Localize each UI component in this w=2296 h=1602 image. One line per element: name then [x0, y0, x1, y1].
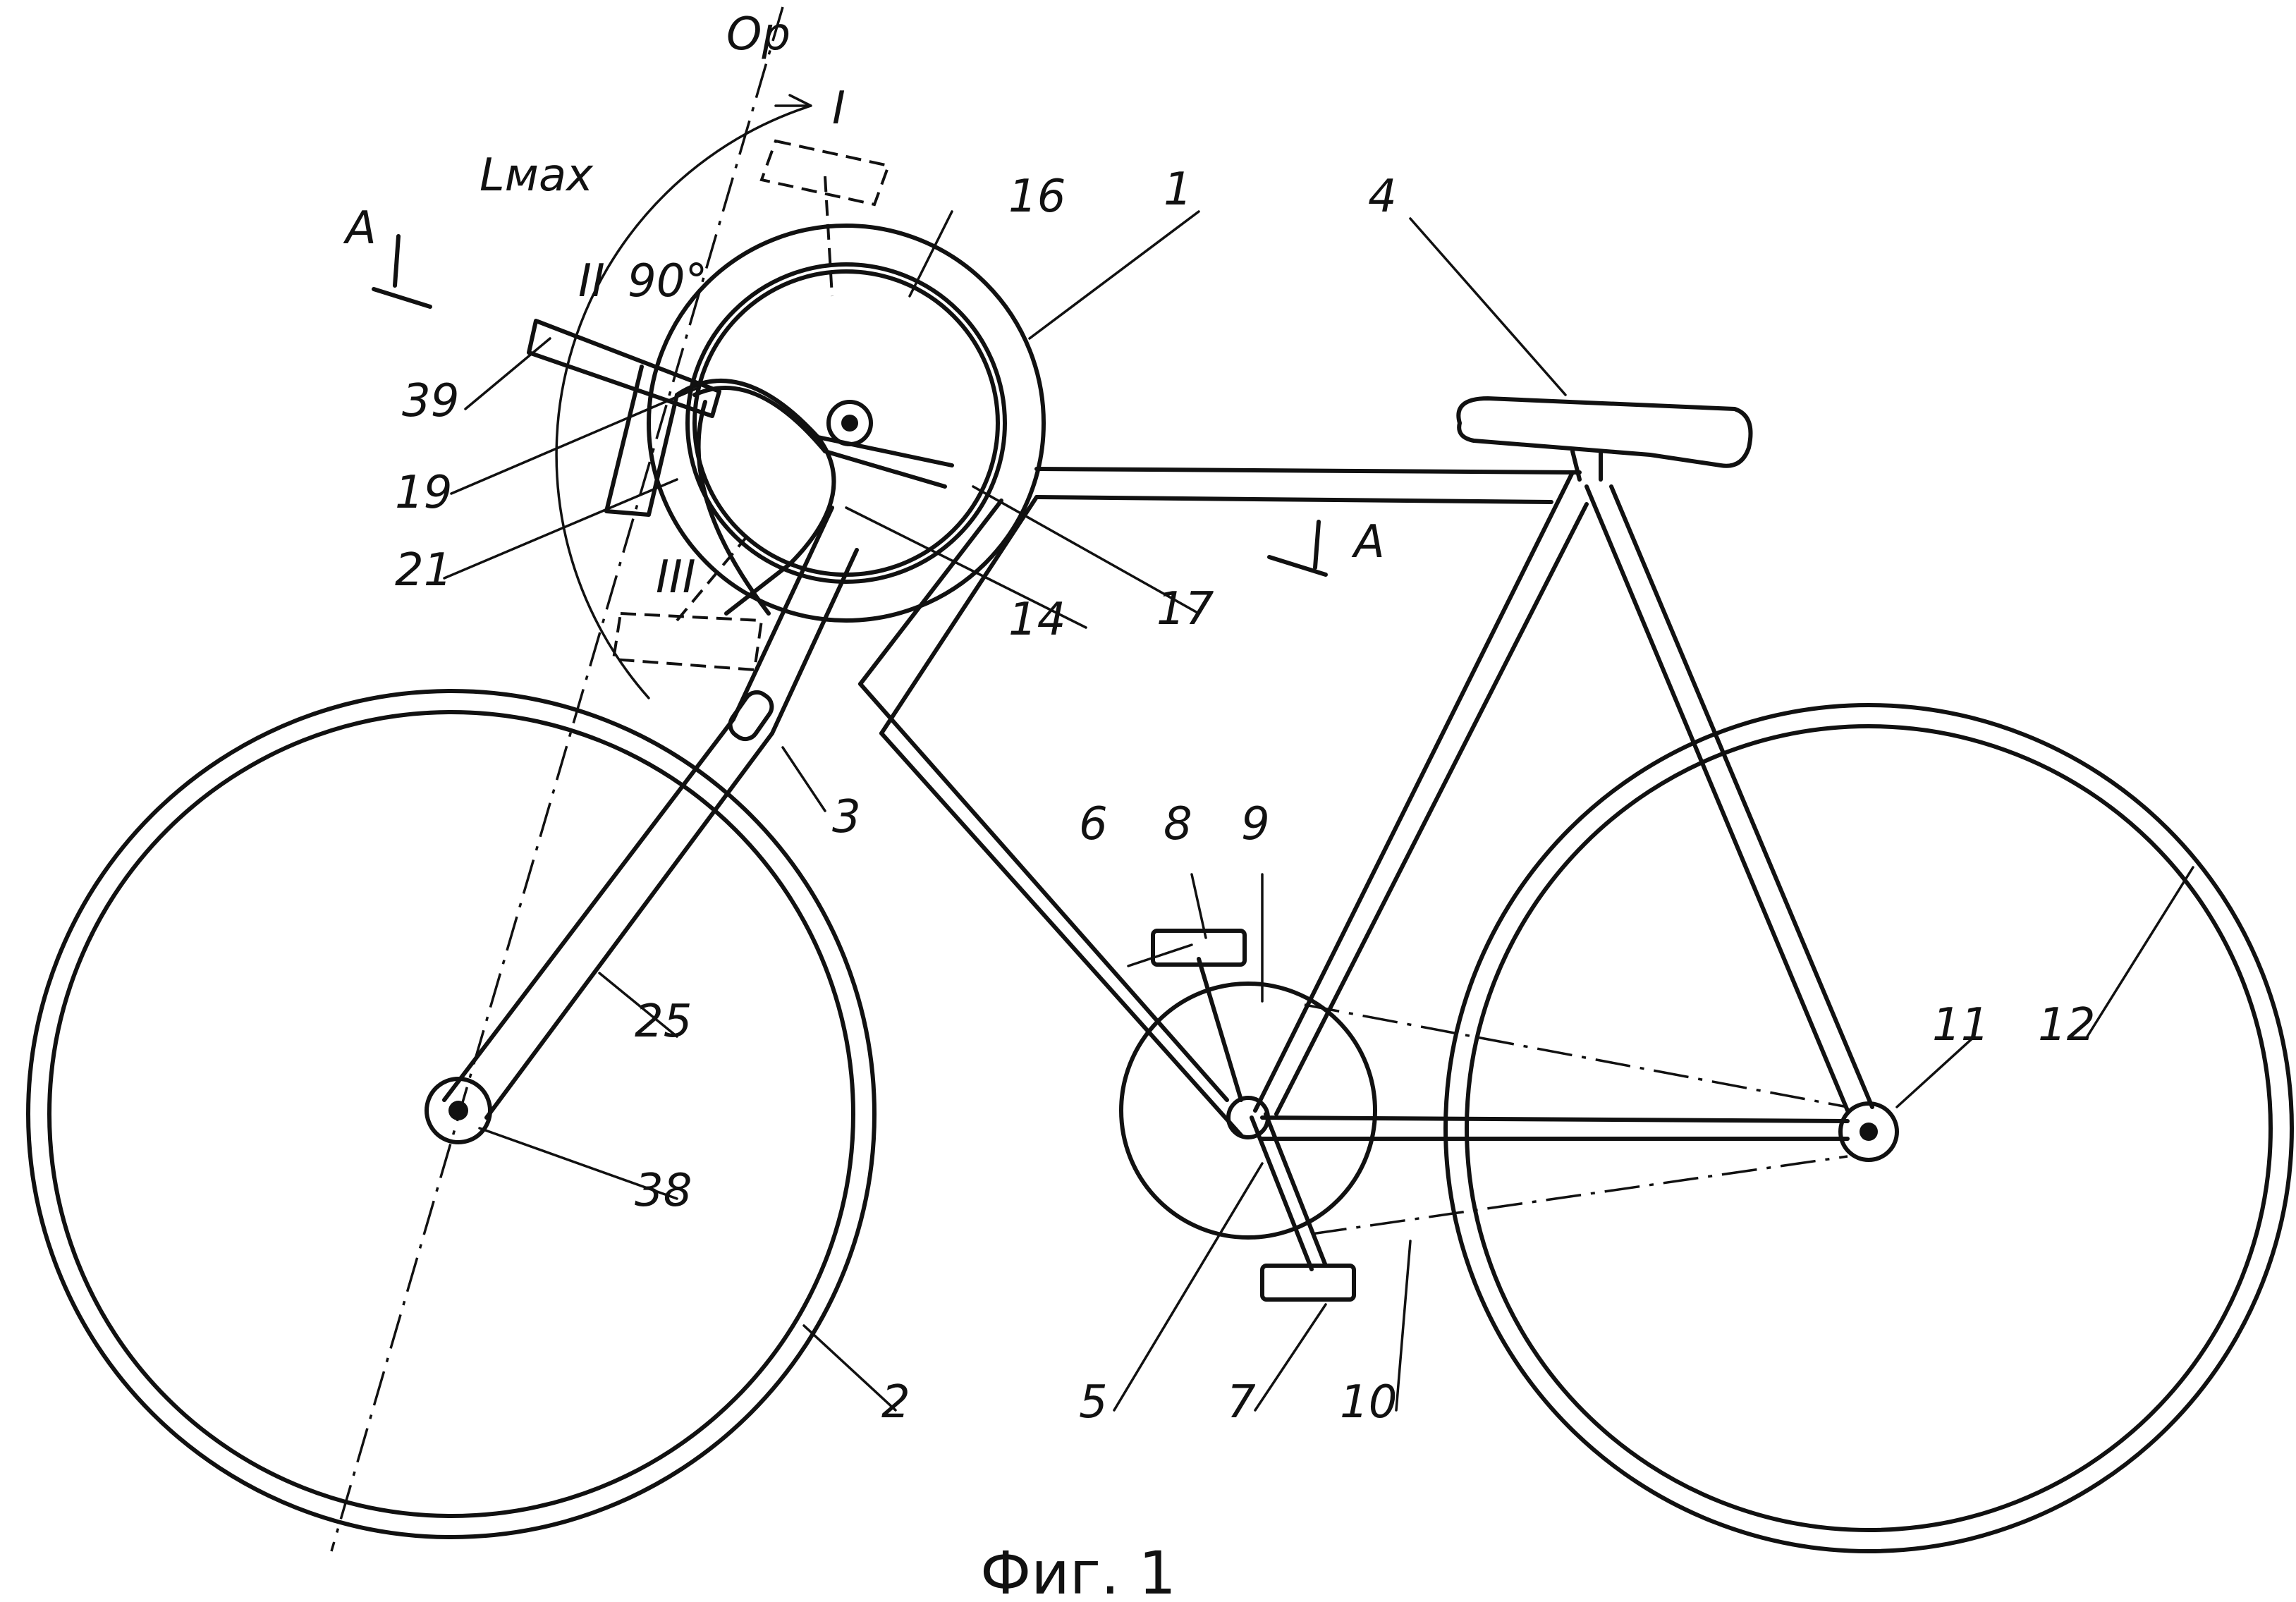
section-marks — [372, 234, 1328, 577]
lmax-arc — [555, 104, 812, 699]
callout-11: 11 — [1932, 999, 1989, 1051]
steering-drum — [611, 139, 1046, 672]
callout-19: 19 — [395, 467, 452, 519]
label-position-3: III — [656, 551, 696, 604]
callout-38: 38 — [635, 1165, 692, 1217]
arc-arrow-top — [774, 94, 812, 107]
figure-caption: Фиг. 1 — [980, 1539, 1176, 1602]
callout-14: 14 — [1008, 594, 1065, 646]
leader-lines — [443, 210, 2194, 1412]
axis-line-op — [330, 6, 784, 1552]
callout-2: 2 — [881, 1376, 910, 1429]
callout-21: 21 — [395, 544, 452, 597]
callout-9: 9 — [1241, 798, 1270, 850]
front-wheel — [26, 689, 877, 1539]
label-position-1: I — [832, 82, 845, 135]
rear-wheel — [1443, 703, 2294, 1553]
label-section-a-left: А — [343, 202, 377, 255]
chainring — [1119, 929, 1377, 1302]
callout-3: 3 — [832, 791, 861, 843]
callout-17: 17 — [1156, 583, 1214, 635]
callout-8: 8 — [1164, 798, 1192, 850]
label-angle-90: 90° — [628, 255, 707, 307]
callout-6: 6 — [1079, 798, 1108, 850]
handle-arm — [527, 319, 721, 517]
callout-4: 4 — [1368, 171, 1397, 223]
callout-39: 39 — [402, 375, 459, 427]
callout-25: 25 — [635, 996, 692, 1048]
label-axis-op: Ор — [726, 8, 790, 61]
chain — [1304, 1003, 1848, 1235]
callout-10: 10 — [1340, 1376, 1397, 1429]
saddle — [1456, 396, 1753, 482]
label-lmax: Lмах — [480, 149, 594, 202]
label-position-2: II — [578, 255, 605, 307]
callout-1: 1 — [1164, 164, 1192, 216]
callout-12: 12 — [2038, 999, 2095, 1051]
callout-7: 7 — [1227, 1376, 1256, 1429]
label-section-a-right: А — [1351, 516, 1385, 568]
callout-16: 16 — [1008, 171, 1065, 223]
callout-5: 5 — [1079, 1376, 1108, 1429]
